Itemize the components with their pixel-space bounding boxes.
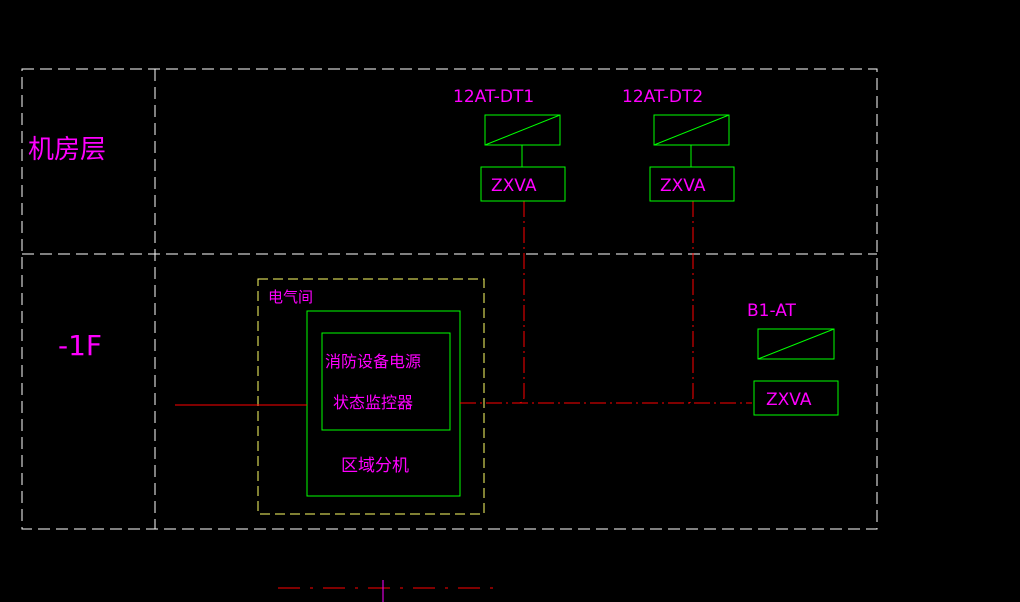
device-b1-at: B1-AT ZXVA — [747, 301, 839, 416]
zone-unit-label: 区域分机 — [341, 456, 409, 476]
device-12at-dt1: 12AT-DT1 ZXVA — [453, 87, 566, 202]
electrical-room-title: 电气间 — [268, 288, 313, 306]
device-name: 12AT-DT1 — [453, 87, 534, 107]
floor-label-machine-room: 机房层 — [28, 135, 106, 165]
power-supply-symbol-diagonal — [757, 328, 835, 360]
electrical-room: 电气间 消防设备电源 状态监控器 区域分机 — [257, 278, 485, 515]
power-supply-box — [757, 328, 835, 360]
bus-lines — [175, 201, 752, 406]
device-name: 12AT-DT2 — [622, 87, 703, 107]
riser-bus-dt2 — [686, 201, 694, 404]
legend-line — [278, 580, 500, 602]
riser-bus-dt1 — [517, 201, 525, 404]
power-status-monitor-box — [321, 332, 451, 431]
zxva-module-box — [753, 380, 839, 416]
floor-label-basement-1: -1F — [58, 329, 102, 362]
device-12at-dt2: 12AT-DT2 ZXVA — [622, 87, 735, 202]
zxva-module-box — [480, 166, 566, 202]
device-name: B1-AT — [747, 301, 797, 321]
monitor-label-line2: 状态监控器 — [333, 393, 413, 412]
power-supply-symbol-diagonal — [484, 114, 561, 146]
zxva-module-box — [649, 166, 735, 202]
zxva-module-label: ZXVA — [660, 176, 706, 196]
zxva-module-label: ZXVA — [766, 390, 812, 410]
zxva-module-label: ZXVA — [491, 176, 537, 196]
power-supply-symbol-diagonal — [653, 114, 730, 146]
floor-grid — [21, 68, 878, 530]
outer-frame — [21, 68, 878, 530]
monitor-label-line1: 消防设备电源 — [325, 352, 421, 371]
electrical-room-border — [257, 278, 485, 515]
